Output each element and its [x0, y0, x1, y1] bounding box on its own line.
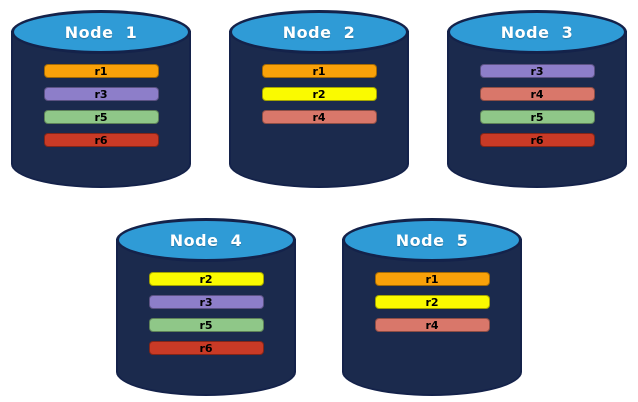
replica-bar-r6: r6	[43, 133, 159, 147]
db-node-2: Node 2 r1 r2 r4	[229, 10, 409, 188]
db-node-5: Node 5 r1 r2 r4	[342, 218, 522, 396]
node-label: Node 1	[64, 22, 138, 42]
replica-bar-r3: r3	[43, 87, 159, 101]
replica-bar-r1: r1	[374, 272, 490, 286]
replica-bar-r3: r3	[148, 295, 264, 309]
db-node-1: Node 1 r1 r3 r5 r6	[11, 10, 191, 188]
replica-bar-r1: r1	[261, 64, 377, 78]
cylinder-top: Node 2	[229, 10, 409, 54]
replica-bar-r5: r5	[479, 110, 595, 124]
replica-bar-r2: r2	[148, 272, 264, 286]
replica-list: r2 r3 r5 r6	[116, 272, 296, 355]
cylinder-body	[11, 31, 191, 188]
replica-list: r1 r3 r5 r6	[11, 64, 191, 147]
replica-bar-r4: r4	[374, 318, 490, 332]
cylinder-top: Node 1	[11, 10, 191, 54]
cylinder-top: Node 3	[447, 10, 627, 54]
node-label: Node 2	[282, 22, 356, 42]
replica-bar-r2: r2	[261, 87, 377, 101]
db-node-3: Node 3 r3 r4 r5 r6	[447, 10, 627, 188]
node-label: Node 5	[395, 230, 469, 250]
replica-bar-r5: r5	[43, 110, 159, 124]
replica-bar-r6: r6	[148, 341, 264, 355]
replica-list: r1 r2 r4	[342, 272, 522, 332]
cylinder-top: Node 5	[342, 218, 522, 262]
replica-bar-r6: r6	[479, 133, 595, 147]
replica-bar-r4: r4	[261, 110, 377, 124]
replica-bar-r5: r5	[148, 318, 264, 332]
cylinder-body	[116, 239, 296, 396]
replica-bar-r2: r2	[374, 295, 490, 309]
cylinder-top: Node 4	[116, 218, 296, 262]
replica-bar-r4: r4	[479, 87, 595, 101]
node-row-bottom: Node 4 r2 r3 r5 r6 Node 5 r1 r2 r4	[0, 218, 638, 396]
replica-list: r3 r4 r5 r6	[447, 64, 627, 147]
replica-bar-r3: r3	[479, 64, 595, 78]
cylinder-body	[447, 31, 627, 188]
node-label: Node 3	[500, 22, 574, 42]
cylinder-body	[342, 239, 522, 396]
db-node-4: Node 4 r2 r3 r5 r6	[116, 218, 296, 396]
replica-list: r1 r2 r4	[229, 64, 409, 124]
replica-bar-r1: r1	[43, 64, 159, 78]
cylinder-body	[229, 31, 409, 188]
node-label: Node 4	[169, 230, 243, 250]
